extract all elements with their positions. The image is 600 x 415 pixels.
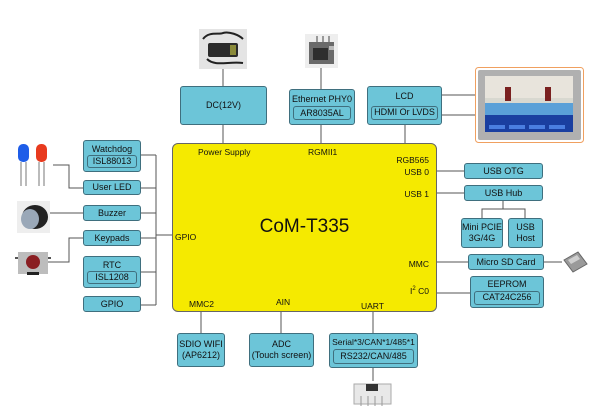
adc-line2: (Touch screen) <box>251 350 312 360</box>
usb-otg-label: USB OTG <box>483 165 524 176</box>
serial-connector-image <box>353 383 392 406</box>
line-keypad <box>43 237 83 263</box>
line-led-userled <box>53 164 83 189</box>
rtc-title: RTC <box>102 259 122 270</box>
ethernet-title: Ethernet PHY0 <box>291 93 353 104</box>
sdio-wifi-line1: SDIO WIFI <box>179 339 223 350</box>
buzzer-box: Buzzer <box>83 205 141 221</box>
user-led-label: User LED <box>92 182 132 193</box>
buzzer-label: Buzzer <box>97 207 126 218</box>
adc-box: ADC (Touch screen) <box>249 333 314 367</box>
serial-box: Serial*3/CAN*1/485*1 RS232/CAN/485 <box>329 333 418 368</box>
pin-usb0: USB 0 <box>404 167 429 177</box>
serial-title: Serial*3/CAN*1/485*1 <box>332 336 415 347</box>
pin-power-supply: Power Supply <box>198 147 251 157</box>
watchdog-box: Watchdog ISL88013 <box>83 140 141 172</box>
sdio-wifi-line2: (AP6212) <box>181 350 221 360</box>
watchdog-chip: ISL88013 <box>87 155 137 169</box>
pin-mmc2: MMC2 <box>189 299 215 309</box>
lcd-title: LCD <box>395 91 414 102</box>
keypads-label: Keypads <box>94 232 130 243</box>
ethernet-chip: AR8035AL <box>293 106 351 121</box>
touch-panel-image <box>475 67 584 143</box>
rj45-jack-image <box>305 34 338 68</box>
cpu-title: CoM-T335 <box>259 216 350 237</box>
rtc-chip: ISL1208 <box>87 271 137 285</box>
buzzer-image <box>17 201 50 233</box>
mini-pcie-box: Mini PCIE 3G/4G <box>461 218 503 248</box>
rtc-box: RTC ISL1208 <box>83 256 141 288</box>
user-led-box: User LED <box>83 180 141 195</box>
eeprom-box: EEPROM CAT24C256 <box>470 276 544 308</box>
pin-rgmii1: RGMII1 <box>308 147 338 157</box>
pin-usb1: USB 1 <box>404 189 429 199</box>
led-image <box>18 144 47 186</box>
dc-label: DC(12V) <box>205 100 241 111</box>
mini-pcie-line1: Mini PCIE <box>462 222 503 233</box>
usb-host-line1: USB <box>516 222 535 233</box>
watchdog-title: Watchdog <box>91 143 133 154</box>
micro-sd-label: Micro SD Card <box>476 256 536 267</box>
gpio-label: GPIO <box>100 298 124 309</box>
pin-uart: UART <box>361 301 384 311</box>
pin-gpio: GPIO <box>175 232 197 242</box>
pin-mmc: MMC <box>408 259 429 269</box>
ethernet-phy0-box: Ethernet PHY0 AR8035AL <box>289 89 355 125</box>
com-t335-module: Power Supply RGMII1 RGB565 USB 0 USB 1 G… <box>172 143 437 312</box>
pin-ain: AIN <box>276 297 291 307</box>
usb-host-box: USB Host <box>508 218 543 248</box>
dc-12v-box: DC(12V) <box>180 86 267 125</box>
pin-rgb565: RGB565 <box>396 155 429 165</box>
eeprom-chip: CAT24C256 <box>474 290 540 305</box>
lcd-interface: HDMI Or LVDS <box>371 105 438 120</box>
usb-otg-box: USB OTG <box>464 163 543 179</box>
usb-host-line2: Host <box>516 233 535 243</box>
keypads-box: Keypads <box>83 230 141 246</box>
adc-line1: ADC <box>271 339 291 350</box>
serial-chip: RS232/CAN/485 <box>333 349 414 365</box>
usb-hub-label: USB Hub <box>484 187 523 198</box>
power-adapter-image <box>199 29 247 69</box>
sdio-wifi-box: SDIO WIFI (AP6212) <box>177 333 225 367</box>
gpio-box: GPIO <box>83 296 141 312</box>
mini-pcie-line2: 3G/4G <box>468 233 496 243</box>
usb-hub-box: USB Hub <box>464 185 543 201</box>
push-button-image <box>15 252 51 275</box>
micro-sd-box: Micro SD Card <box>468 254 544 270</box>
micro-sd-slot-image <box>563 251 588 273</box>
lcd-box: LCD HDMI Or LVDS <box>367 86 442 125</box>
eeprom-title: EEPROM <box>487 279 527 290</box>
pin-i2c0: I2 C0 <box>410 286 429 296</box>
